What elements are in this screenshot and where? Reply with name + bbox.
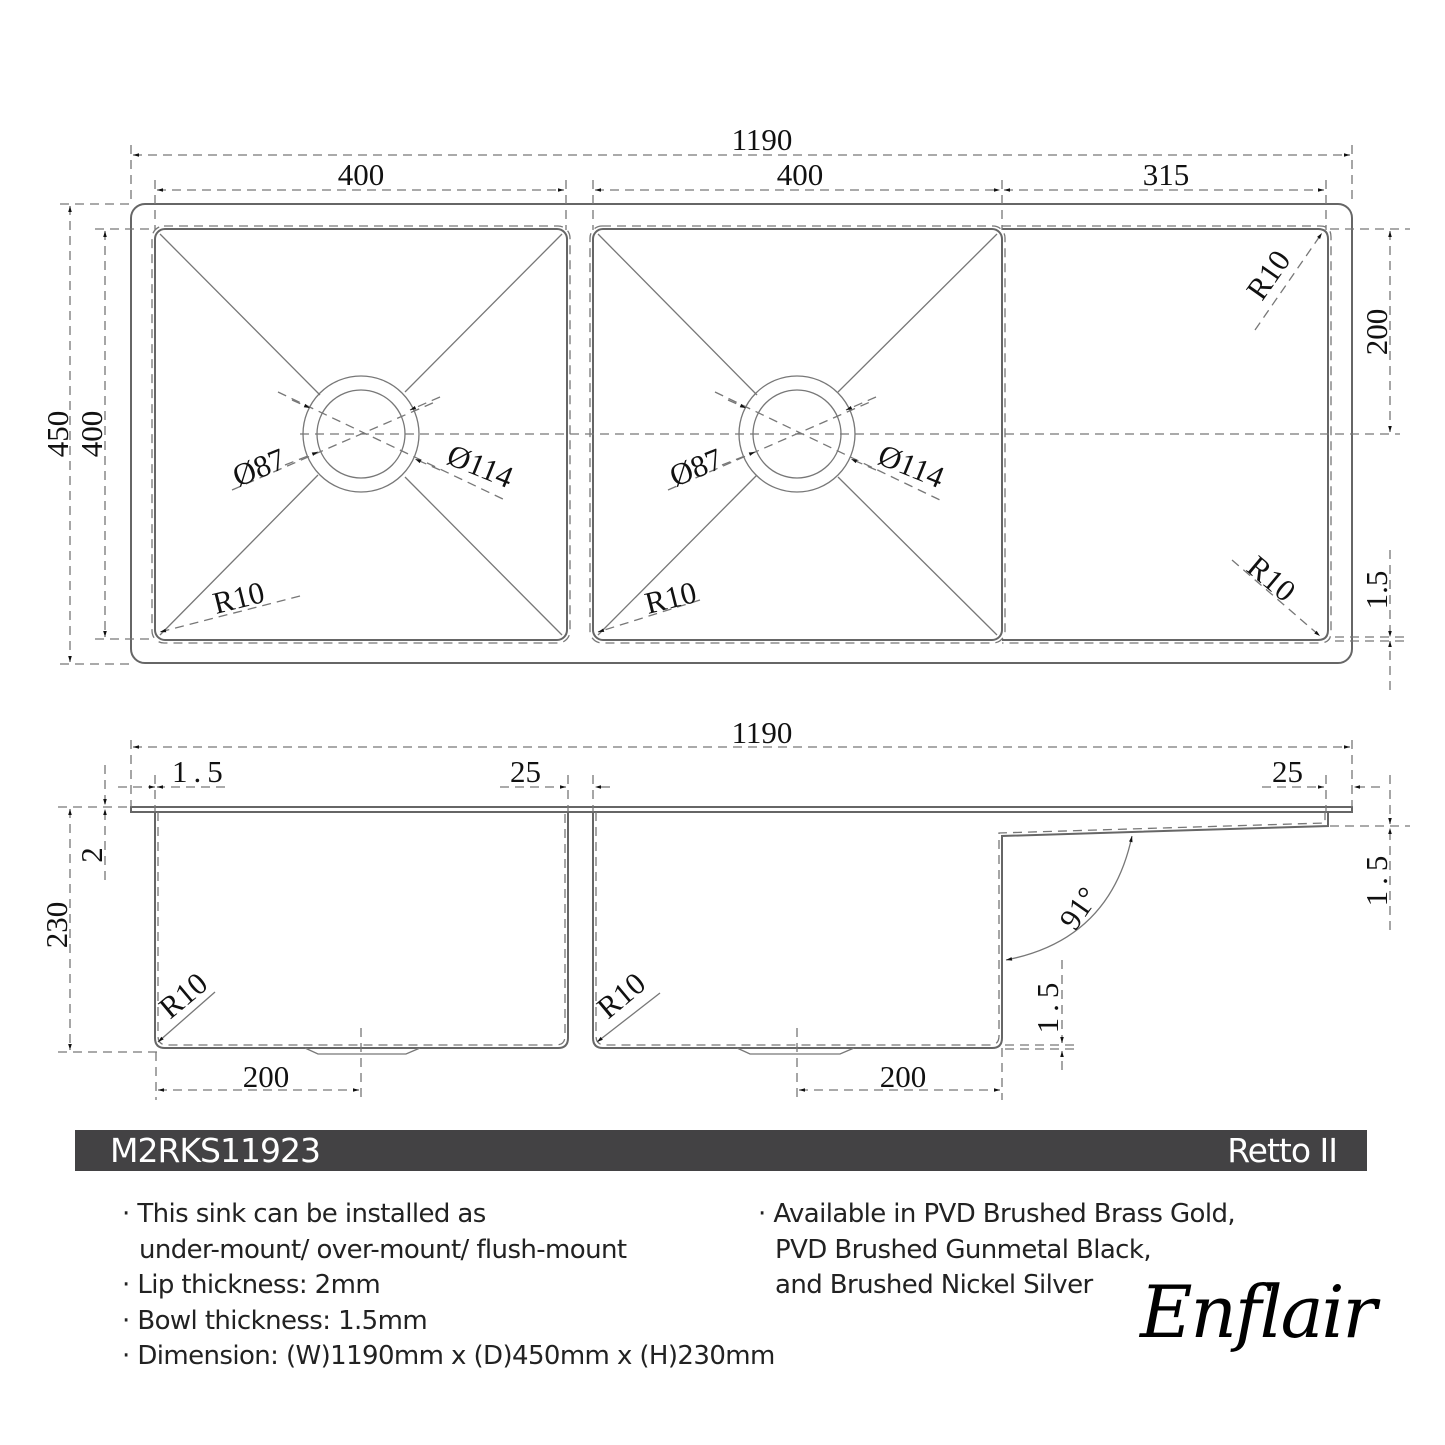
note-finish-3: and Brushed Nickel Silver: [775, 1270, 1093, 1300]
note-finish-1: · Available in PVD Brushed Brass Gold,: [758, 1199, 1236, 1229]
lip-outline: [130, 806, 1353, 813]
bowl-2-waste-offset-label: 200: [880, 1059, 927, 1094]
drainer-edge-thickness-label: 1.5: [1359, 571, 1394, 610]
bowl-1-width-label: 400: [338, 157, 385, 192]
drainer-radius-bottom-label: R10: [1241, 549, 1303, 609]
model-code: M2RKS11923: [110, 1131, 321, 1170]
side-view: 1190 1.5 25 25 2 230 R10 R10 91°: [39, 715, 1410, 1100]
side-bowl-1-radius-label: R10: [152, 965, 214, 1025]
drainer-half-depth-label: 200: [1359, 309, 1394, 356]
drainer-width-label: 315: [1143, 157, 1190, 192]
spec-notes-right: · Available in PVD Brushed Brass Gold, P…: [758, 1197, 1236, 1304]
product-name: Retto II: [1227, 1131, 1338, 1170]
drainer-thickness-label: 1.5: [1359, 850, 1394, 907]
bowl-1-waste-offset-label: 200: [243, 1059, 290, 1094]
bowl-wall-thickness-label: 1.5: [172, 754, 229, 789]
note-install: · This sink can be installed as: [122, 1199, 486, 1229]
note-install-types: under-mount/ over-mount/ flush-mount: [139, 1234, 627, 1265]
note-lip-thickness: · Lip thickness: 2mm: [122, 1270, 381, 1300]
bowl-1-lip-label: 25: [510, 754, 541, 789]
bowl-2-radius-label: R10: [641, 574, 700, 620]
drainer-lip-label: 25: [1272, 754, 1303, 789]
top-view: Ø87 Ø114 Ø87 Ø114 R10 R10 R10 R10 1190 4…: [40, 122, 1410, 690]
side-bowl-2-outline: [592, 812, 1329, 1049]
note-dimension: · Dimension: (W)1190mm x (D)450mm x (H)2…: [122, 1341, 775, 1371]
side-height-label: 230: [39, 902, 74, 949]
brand-logo: Enflair: [1140, 1270, 1377, 1354]
top-overall-width-label: 1190: [732, 122, 793, 157]
side-bowl-1-outline: [154, 812, 569, 1049]
drainer-radius-top-label: R10: [1239, 244, 1297, 306]
bowl-2-floor-thickness-label: 1.5: [1030, 977, 1065, 1034]
note-finish-2: PVD Brushed Gunmetal Black,: [775, 1234, 1152, 1265]
note-bowl-thickness: · Bowl thickness: 1.5mm: [122, 1305, 428, 1336]
technical-drawing: Ø87 Ø114 Ø87 Ø114 R10 R10 R10 R10 1190 4…: [39, 122, 1410, 1100]
side-bowl-2-radius-label: R10: [590, 965, 652, 1025]
top-overall-depth-label: 450: [40, 411, 75, 458]
product-banner: M2RKS11923 Retto II: [75, 1130, 1367, 1171]
bowl-2-waste-inner-label: Ø87: [665, 441, 728, 493]
bowl-depth-label: 400: [74, 411, 109, 458]
drainer-angle-label: 91°: [1052, 880, 1106, 936]
lip-thickness-label: 2: [74, 847, 109, 863]
bowl-1-waste-outer-label: Ø114: [442, 437, 518, 495]
side-overall-width-label: 1190: [732, 715, 793, 750]
bowl-1-outline: [154, 228, 568, 641]
bowl-1-waste-inner-label: Ø87: [228, 441, 291, 493]
bowl-1-radius-label: R10: [209, 574, 268, 620]
bowl-2-width-label: 400: [777, 157, 824, 192]
spec-notes-left: · This sink can be installed as under-mo…: [122, 1197, 775, 1375]
